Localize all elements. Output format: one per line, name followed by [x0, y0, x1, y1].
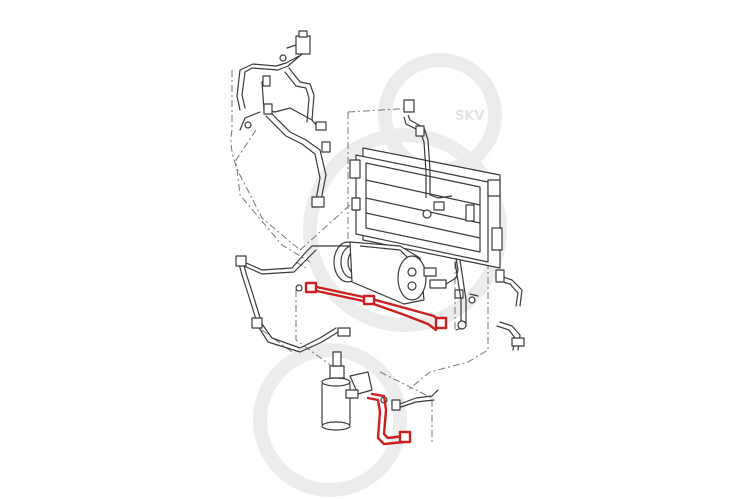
left-hose-assembly — [235, 245, 351, 353]
condenser — [349, 99, 503, 269]
fitting-d — [321, 141, 331, 153]
leader-line-to-condenser — [299, 204, 351, 251]
drier-switch — [332, 351, 342, 367]
fitting-e — [311, 196, 325, 208]
left-hose-to-compressor-inner — [243, 249, 317, 275]
top-service-valve — [295, 35, 311, 55]
right-feed-pipe-inner — [454, 261, 462, 323]
receiver-drier — [321, 351, 388, 431]
compressor-rear-head — [397, 255, 427, 301]
left-long-hose-inner — [241, 257, 337, 349]
pipe-long-drop-inner — [265, 115, 321, 206]
compressor — [333, 241, 476, 305]
left-hose-fitting-end — [337, 327, 351, 337]
drier-bracket — [349, 371, 373, 395]
compressor-outlet-flange — [429, 279, 447, 289]
pipe-long-drop-outer — [269, 111, 327, 206]
leader-line-left-top — [230, 70, 301, 251]
drier-canister — [321, 381, 351, 427]
watermark-label-top: SKV — [455, 109, 485, 124]
condenser-inlet-pipe — [407, 114, 453, 199]
condenser-inlet-fitting — [403, 99, 415, 113]
lower-pipe-outer — [399, 389, 439, 405]
top-valve-stem — [286, 44, 297, 49]
pipe-upper-right-inner — [284, 71, 310, 123]
suction-hose-fitting-right — [434, 316, 448, 330]
condenser-nut — [433, 201, 445, 211]
condenser-bracket-inner — [465, 204, 475, 222]
right-hose-end — [511, 337, 525, 347]
compressor-bolt-right — [468, 296, 476, 304]
fitting-a — [262, 75, 271, 87]
condenser-bolt — [422, 209, 432, 219]
lower-pipe-fitting — [391, 399, 401, 411]
lower-right-pipe — [391, 389, 439, 411]
right-hose-upper-inner — [496, 279, 519, 307]
pipe-upper-left-inner — [236, 55, 300, 111]
condenser-bracket-right-top — [487, 179, 501, 197]
drier-canister-bottom — [321, 421, 351, 431]
fitting-c — [315, 121, 327, 131]
compressor-nut-right — [454, 289, 464, 299]
suction-hose-fitting-left — [304, 281, 318, 294]
fitting-b — [263, 103, 273, 115]
condenser-fin-3 — [365, 212, 481, 239]
drier-hose-outer — [366, 396, 406, 446]
left-hose-bolt — [295, 284, 303, 292]
suction-hose — [304, 281, 448, 332]
bolt-left — [244, 121, 252, 129]
right-hose-fitting — [495, 269, 505, 283]
condenser-bracket-left-top — [349, 159, 361, 179]
condenser-bracket-right-low — [491, 227, 503, 251]
compressor-port-1 — [407, 267, 417, 277]
drier-canister-top — [321, 377, 351, 387]
right-hose-upper — [499, 275, 523, 307]
drier-hose-inner — [370, 392, 406, 440]
condenser-fin-2 — [365, 197, 481, 224]
suction-hose-lower — [310, 288, 438, 332]
compressor-outlet-fitting — [423, 267, 437, 277]
left-long-hose-outer — [237, 259, 351, 353]
watermark-gear-bottom — [253, 343, 407, 497]
bolt-top — [279, 54, 287, 62]
leader-line-compressor-left — [295, 290, 341, 373]
upper-pipe-assembly — [236, 30, 331, 208]
right-pipe-group — [454, 259, 525, 351]
pipe-left-drop — [239, 111, 261, 131]
leader-line-right-down — [407, 262, 489, 391]
leader-line-left-loop — [235, 129, 311, 263]
right-feed-bolt — [457, 320, 467, 330]
suction-hose-crimp — [362, 294, 376, 306]
lower-pipe-inner — [397, 399, 435, 409]
right-feed-stub — [469, 293, 479, 297]
left-hose-to-compressor-outer — [243, 245, 351, 271]
condenser-inner-edge — [365, 162, 481, 253]
pipe-upper-right-outer — [288, 67, 315, 121]
drier-hose-fitting — [398, 430, 412, 444]
drier-hose — [366, 392, 412, 446]
left-hose-fitting-mid — [251, 317, 263, 329]
condenser-bracket-left-mid — [351, 197, 361, 211]
drier-head — [329, 365, 345, 379]
left-hose-fitting-top — [235, 255, 247, 267]
top-service-valve-cap — [298, 30, 308, 38]
condenser-fin-1 — [365, 179, 481, 206]
leader-line-drier — [379, 371, 433, 442]
drier-outlet — [345, 389, 359, 399]
compressor-port-2 — [407, 281, 417, 291]
pipe-upper-left-outer — [241, 53, 303, 109]
condenser-inlet-clamp — [415, 125, 425, 137]
